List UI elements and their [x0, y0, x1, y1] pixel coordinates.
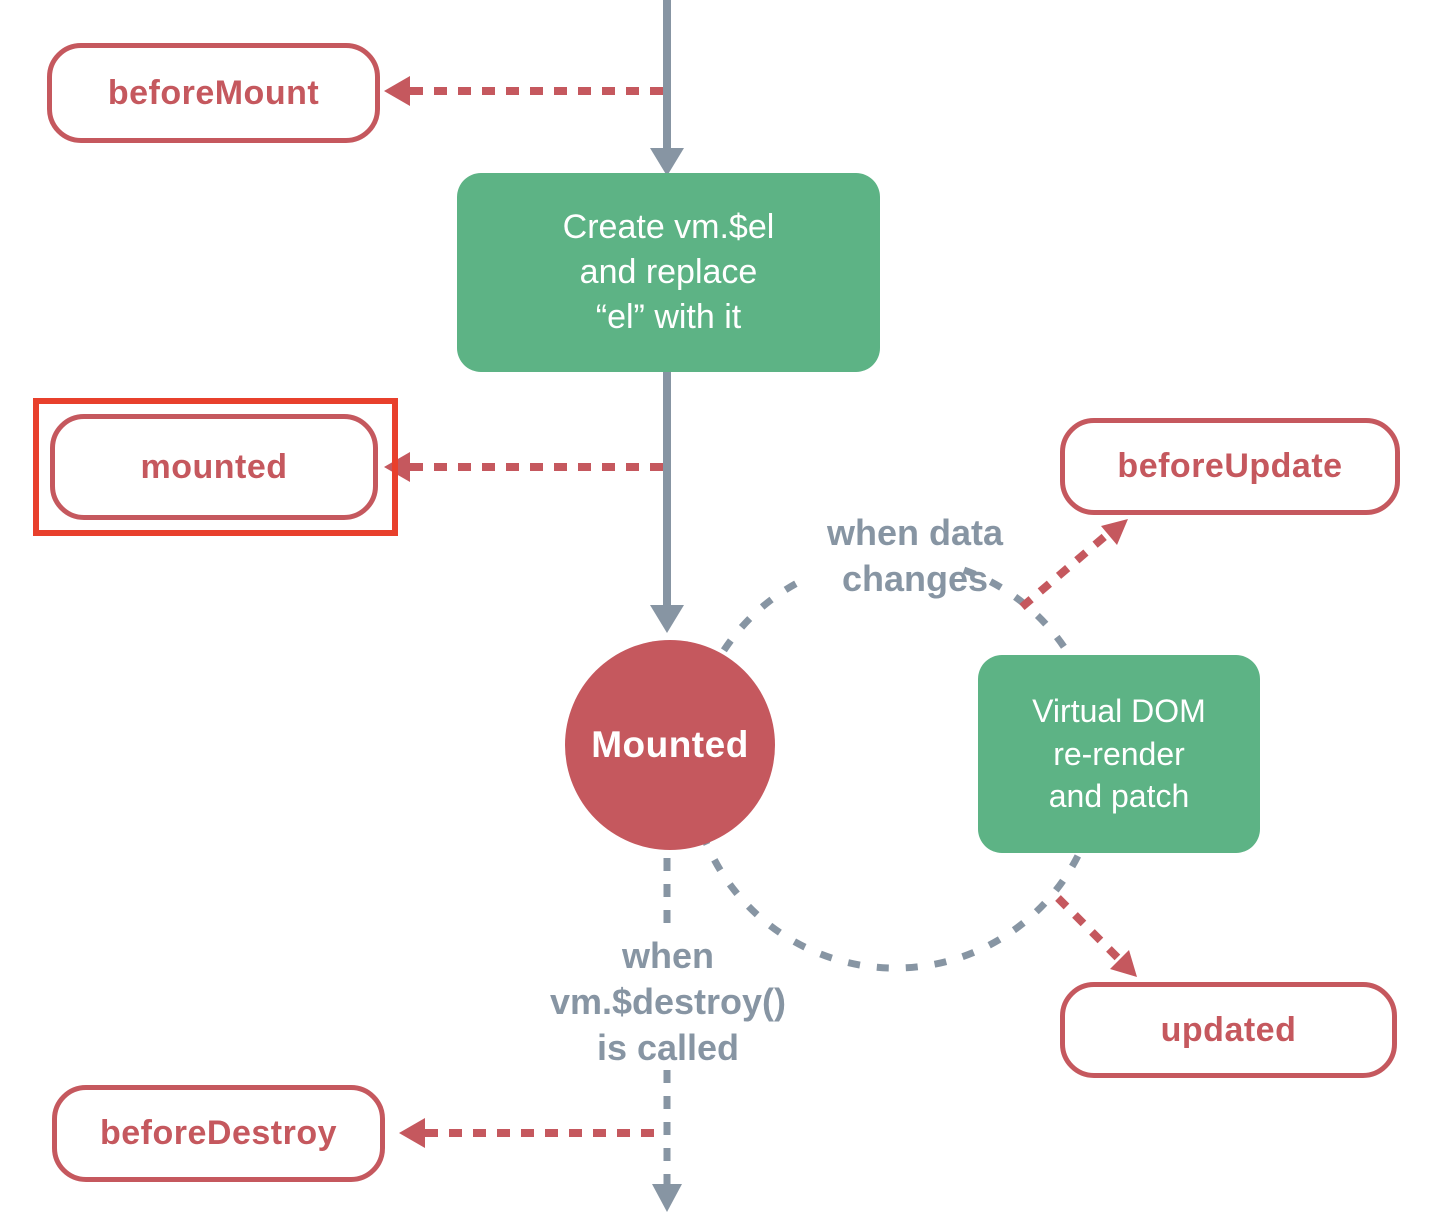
mounted-hook-label: mounted — [140, 447, 288, 486]
node-mounted-hook: mounted — [50, 414, 378, 520]
before-update-label: beforeUpdate — [1117, 447, 1343, 485]
node-before-update: beforeUpdate — [1060, 418, 1400, 515]
arrowhead-updated — [1110, 950, 1137, 977]
highlight-box — [33, 398, 398, 536]
node-before-mount: beforeMount — [47, 43, 380, 143]
create-el-line-1: Create vm.$el — [562, 207, 775, 246]
virtual-dom-line-2: re-render — [1053, 735, 1185, 772]
node-mounted-state: Mounted — [565, 640, 775, 850]
arrowhead-before-mount — [384, 76, 410, 106]
dashed-line-before-update — [1019, 528, 1113, 611]
node-before-destroy: beforeDestroy — [52, 1085, 385, 1182]
mounted-state-label: Mounted — [591, 724, 749, 765]
annotation-when-destroy-called: when vm.$destroy() is called — [518, 933, 818, 1071]
create-el-line-2: and replace — [579, 252, 758, 291]
before-mount-label: beforeMount — [107, 73, 320, 112]
before-destroy-label: beforeDestroy — [99, 1114, 337, 1152]
dashed-line-updated — [1055, 895, 1122, 962]
flow-arrowhead-bottom — [652, 1184, 682, 1212]
when-destroy-line-3: is called — [596, 1027, 740, 1069]
updated-label: updated — [1160, 1010, 1297, 1049]
when-data-line-1: when data — [826, 512, 1004, 553]
arrowhead-before-destroy — [399, 1118, 425, 1148]
node-updated: updated — [1060, 982, 1397, 1078]
create-el-line-3: “el” with it — [595, 298, 742, 337]
flow-arrowhead-top — [650, 148, 684, 176]
virtual-dom-line-1: Virtual DOM — [1032, 693, 1206, 730]
arrowhead-before-update — [1101, 519, 1128, 545]
flow-arrowhead-mid — [650, 605, 684, 633]
annotation-when-data-changes: when data changes — [765, 510, 1065, 602]
virtual-dom-line-3: and patch — [1048, 778, 1190, 815]
node-virtual-dom: Virtual DOM re-render and patch — [978, 655, 1260, 853]
when-data-line-2: changes — [841, 558, 989, 600]
when-destroy-line-1: when — [621, 935, 714, 976]
when-destroy-line-2: vm.$destroy() — [549, 981, 787, 1023]
node-create-el: Create vm.$el and replace “el” with it — [457, 173, 880, 372]
